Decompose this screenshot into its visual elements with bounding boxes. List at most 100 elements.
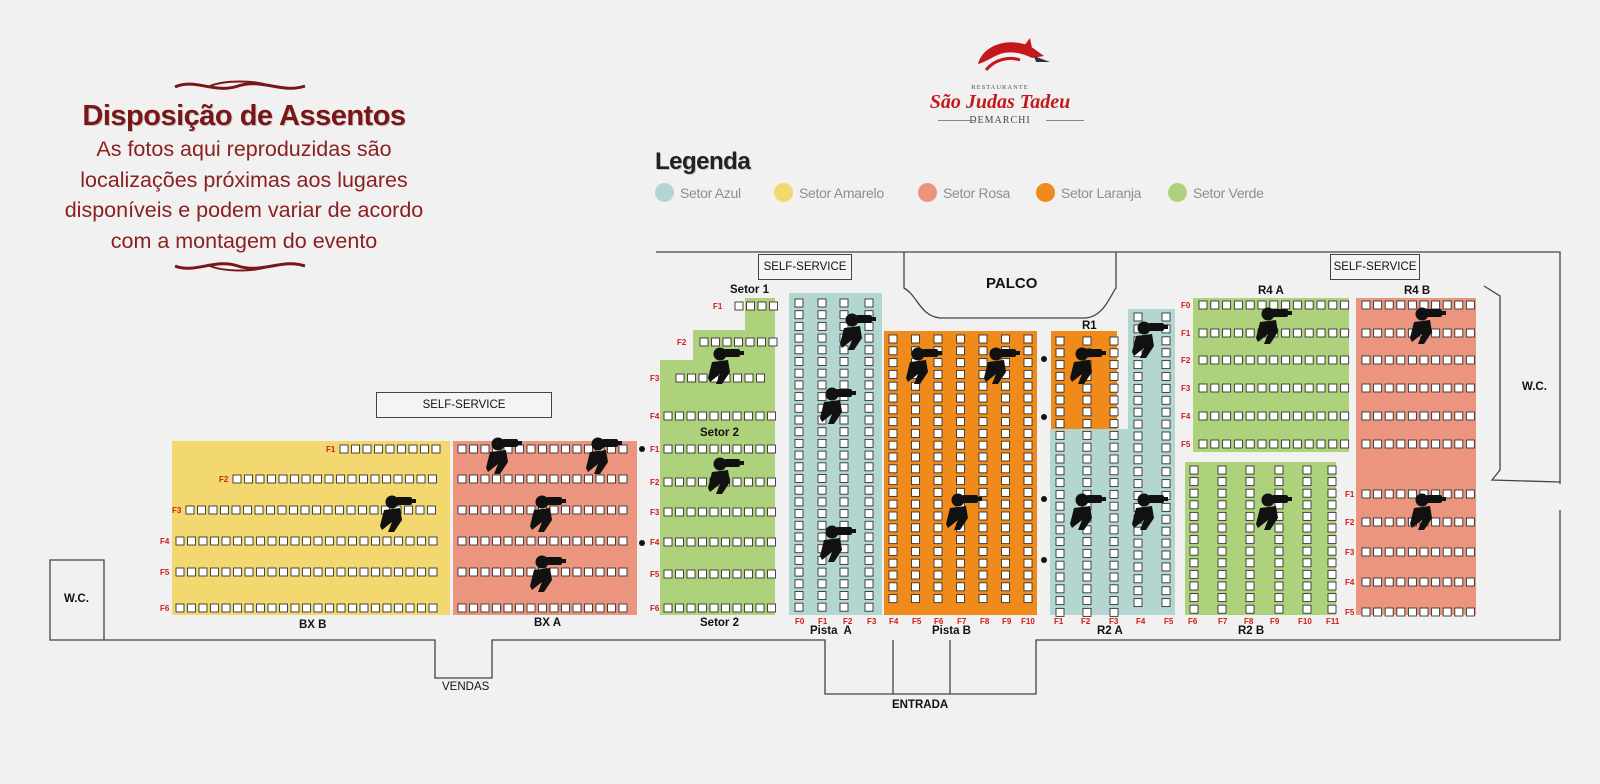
seat <box>1361 489 1371 499</box>
row-label: F2 <box>1181 356 1191 365</box>
seat <box>1189 581 1199 591</box>
seat <box>1304 383 1314 393</box>
seat <box>233 567 242 577</box>
seat <box>1269 411 1279 421</box>
seat <box>503 567 513 577</box>
seat <box>794 310 804 320</box>
seat <box>208 505 218 515</box>
seat <box>1133 443 1143 453</box>
outer-wall <box>49 510 1561 695</box>
seat <box>721 569 730 579</box>
seat <box>1082 607 1092 617</box>
seat <box>1001 570 1010 580</box>
seat <box>1465 577 1475 587</box>
seat <box>817 392 827 402</box>
seat <box>911 464 920 474</box>
seat <box>933 369 943 379</box>
seat <box>978 476 988 486</box>
seat <box>1109 454 1119 464</box>
row-label: F1 <box>818 617 828 626</box>
seat <box>839 462 849 472</box>
seat <box>744 411 753 421</box>
seat <box>1361 383 1371 393</box>
seat <box>1407 383 1417 393</box>
seat <box>756 373 765 383</box>
seat <box>755 411 765 421</box>
seat <box>187 567 196 577</box>
seat <box>1316 300 1326 310</box>
seat <box>1442 411 1452 421</box>
seat <box>978 393 988 403</box>
seat <box>503 474 513 484</box>
seat <box>1442 439 1452 449</box>
seat <box>757 337 766 347</box>
seat <box>978 452 988 462</box>
seat <box>1384 300 1394 310</box>
seat <box>584 536 593 546</box>
seat <box>1233 383 1243 393</box>
seat <box>549 444 559 454</box>
seat <box>839 567 849 577</box>
seat <box>492 567 501 577</box>
brand-rule-left <box>938 120 976 121</box>
seat <box>817 520 827 530</box>
seat <box>864 345 874 355</box>
seat <box>1055 607 1065 617</box>
legend-swatch <box>655 183 674 202</box>
seat <box>1217 523 1227 533</box>
seat <box>244 567 254 577</box>
seat <box>595 536 605 546</box>
seat <box>469 474 478 484</box>
seat <box>1292 300 1302 310</box>
seat <box>1419 607 1429 617</box>
seat <box>428 474 437 484</box>
seat <box>1274 593 1284 603</box>
seat <box>1274 523 1284 533</box>
seat <box>933 452 943 462</box>
seat <box>1023 334 1033 344</box>
seat <box>572 536 582 546</box>
seat <box>1454 439 1464 449</box>
seat <box>956 440 965 450</box>
seat <box>1023 535 1033 545</box>
seat <box>393 474 403 484</box>
seat <box>794 450 804 460</box>
seat <box>1373 439 1383 449</box>
seat <box>1292 411 1302 421</box>
legend-label: Setor Amarelo <box>799 184 884 201</box>
seat <box>1109 348 1119 358</box>
seat <box>1302 593 1312 603</box>
seat <box>839 474 849 483</box>
seat <box>1328 328 1338 338</box>
seat <box>595 567 605 577</box>
seat <box>1281 439 1291 449</box>
seat <box>1161 526 1171 536</box>
seat <box>1023 393 1033 403</box>
seat <box>1109 430 1119 440</box>
seat <box>911 546 920 556</box>
seat <box>1396 577 1406 587</box>
seat <box>864 403 874 413</box>
seat <box>394 536 403 546</box>
seat <box>348 567 357 577</box>
seat <box>175 567 185 577</box>
seat <box>1133 526 1143 536</box>
seat <box>686 411 696 421</box>
camera-photographer-icon <box>906 347 942 384</box>
seat <box>956 476 965 486</box>
seat <box>1133 383 1143 393</box>
seat <box>1001 381 1010 391</box>
seat <box>817 345 827 355</box>
seat <box>1133 419 1143 429</box>
seat <box>428 536 438 546</box>
seat <box>1465 328 1475 338</box>
seat <box>1055 466 1065 476</box>
seat <box>1023 594 1033 604</box>
seat <box>1361 300 1371 310</box>
seat <box>888 369 898 379</box>
seat <box>911 405 920 415</box>
seat <box>911 511 920 521</box>
seat <box>1133 538 1143 548</box>
camera-photographer-icon <box>840 313 876 350</box>
seat <box>385 444 395 454</box>
